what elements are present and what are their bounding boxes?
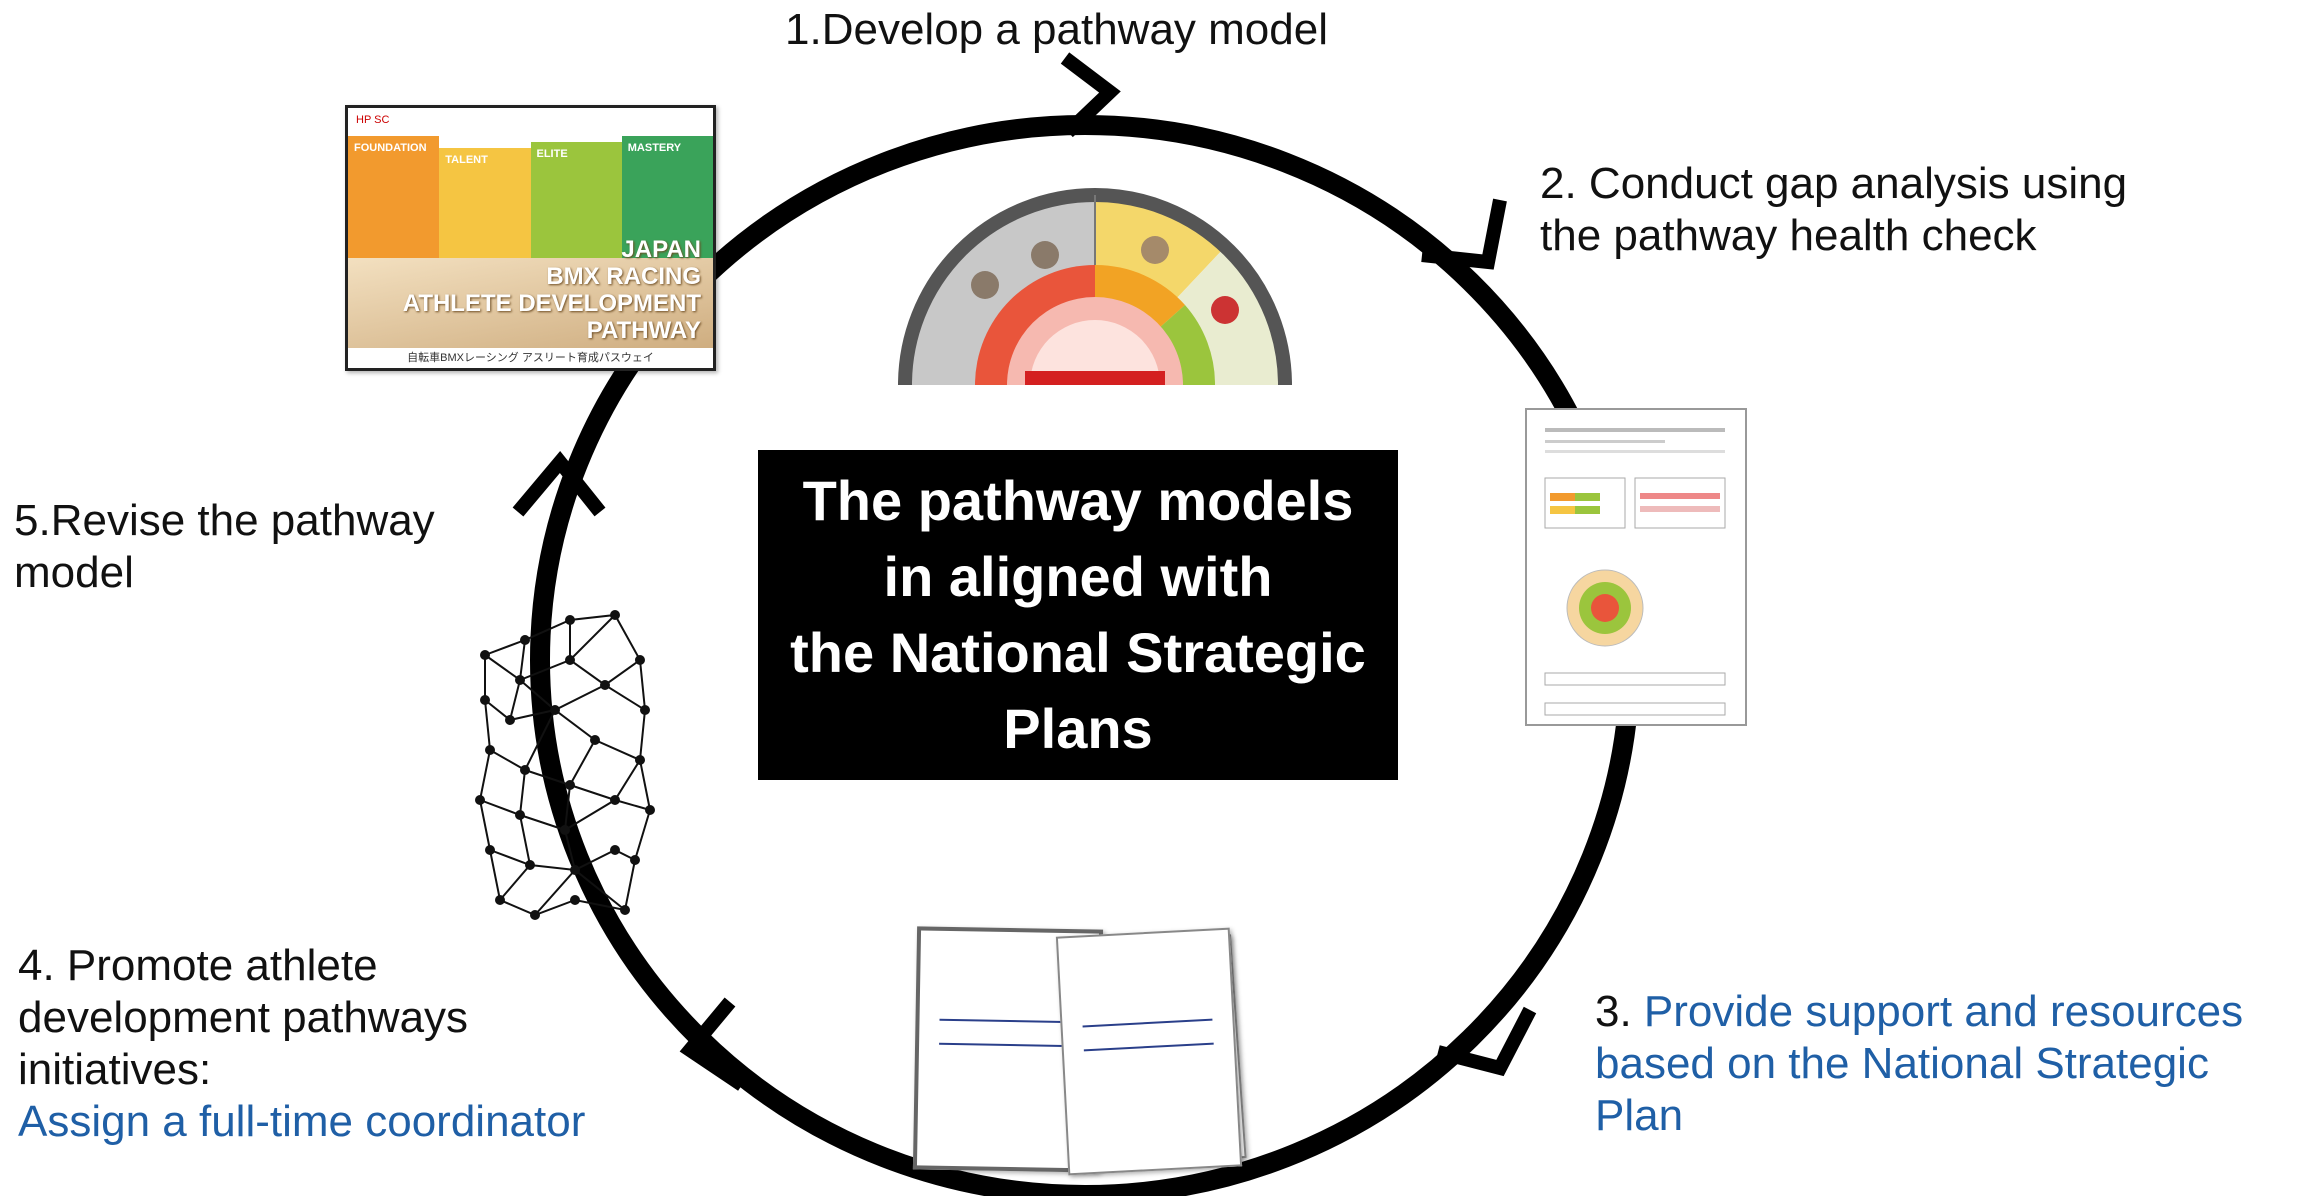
step2-label: 2. Conduct gap analysis using the pathwa… — [1540, 159, 2128, 260]
arrow-step5 — [512, 450, 606, 517]
poster-col-elite: ELITE — [536, 148, 568, 160]
step4-label: 4. Promote athlete development pathways … — [18, 941, 586, 1146]
poster-col-talent: TALENT — [445, 154, 488, 166]
poster-title: JAPAN BMX RACING ATHLETE DEVELOPMENT PAT… — [402, 236, 701, 344]
step3-number: 3. — [1595, 987, 1644, 1036]
pathway-poster-image: HP SC FOUNDATION TALENT ELITE MASTERY JA… — [345, 105, 716, 371]
poster-col-mastery: MASTERY — [627, 142, 682, 154]
poster-footer: 自転車BMXレーシング アスリート育成パスウェイ — [348, 348, 713, 368]
step5-label: 5.Revise the pathway model — [14, 496, 435, 597]
strategic-plan-doc-2 — [1055, 927, 1243, 1176]
step4-highlight: Assign a full-time coordinator — [18, 1097, 586, 1146]
arrow-step3 — [1436, 1006, 1537, 1077]
arrow-step4 — [679, 997, 746, 1091]
health-check-semicircle-image — [898, 188, 1292, 386]
step1-label: 1.Develop a pathway model — [785, 5, 1328, 54]
poster-col-foundation: FOUNDATION — [354, 142, 427, 154]
step3-line2: based on the National Strategic Plan — [1595, 1039, 2209, 1140]
health-check-report-image — [1525, 408, 1747, 726]
step3-label: 3. Provide support and resources based o… — [1595, 986, 2305, 1142]
step3-highlight: Provide support and resources — [1643, 987, 2244, 1036]
arrow-step1 — [1060, 52, 1121, 138]
network-graph-image — [475, 610, 655, 920]
arrow-step2 — [1421, 198, 1507, 270]
center-statement: The pathway models in aligned with the N… — [758, 450, 1398, 780]
